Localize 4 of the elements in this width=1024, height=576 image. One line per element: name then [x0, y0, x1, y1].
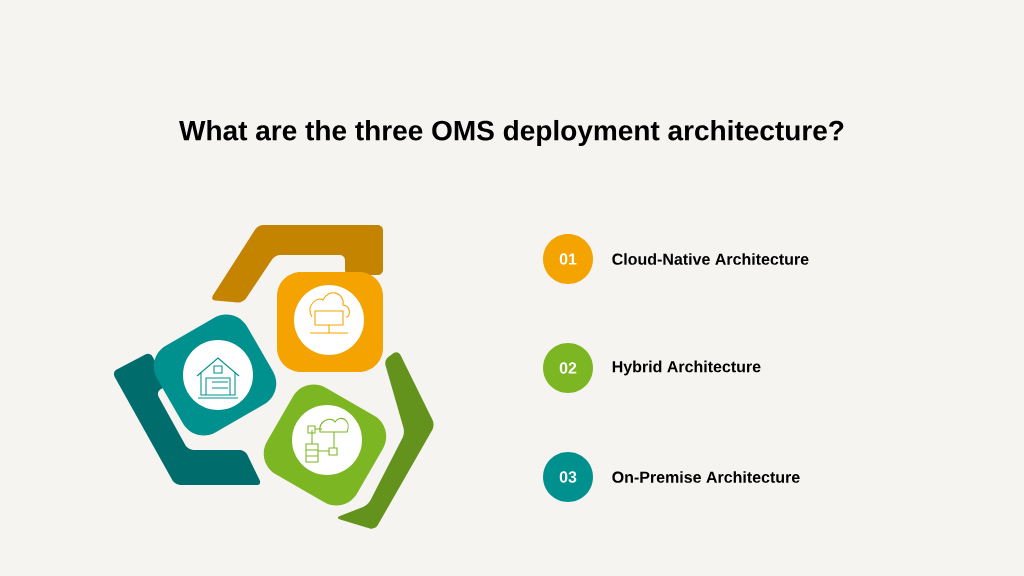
item-label: Cloud-Native Architecture — [612, 253, 809, 265]
item-label: On-Premise Architecture — [612, 471, 800, 483]
item-label: Hybrid Architecture — [612, 360, 761, 376]
title: What are the three OMS deployment architecture? — [179, 119, 844, 147]
